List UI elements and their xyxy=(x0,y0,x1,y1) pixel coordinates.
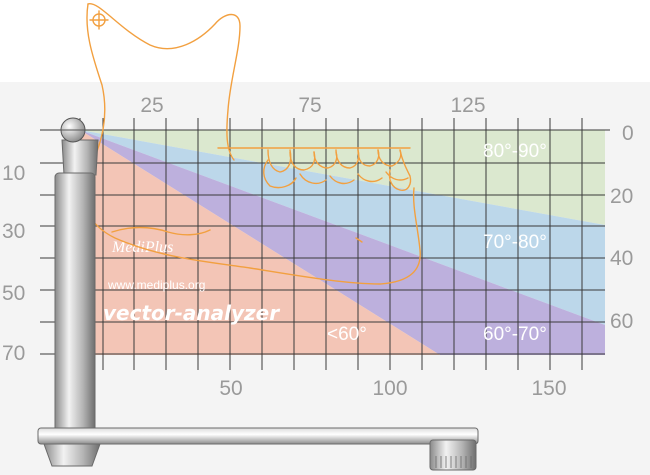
zone-label-under-60: <60° xyxy=(327,324,367,345)
bottom-axis-label: 100 xyxy=(372,377,407,400)
right-axis: 0 20 40 60 xyxy=(610,122,634,334)
base-foot xyxy=(43,443,101,467)
analyzer-instrument xyxy=(37,117,479,471)
zone-under-60-area xyxy=(70,130,440,355)
zone-label-80-90: 80°-90° xyxy=(483,141,547,162)
left-axis-label: 30 xyxy=(2,220,25,243)
top-axis-label: 125 xyxy=(450,94,485,117)
right-axis-label: 60 xyxy=(610,310,633,333)
right-axis-label: 40 xyxy=(610,247,633,270)
knob-knurling xyxy=(435,456,472,468)
left-axis-label: 10 xyxy=(2,162,25,185)
grid xyxy=(40,118,610,370)
top-axis: 25 75 125 xyxy=(140,94,486,118)
base-arm xyxy=(37,427,479,445)
zone-label-70-80: 70°-80° xyxy=(483,232,547,253)
left-axis-label: 50 xyxy=(2,282,25,305)
zone-60-70-area xyxy=(80,130,605,355)
top-axis-label: 75 xyxy=(298,94,321,117)
base-knob xyxy=(429,439,477,471)
mediplus-url: www.mediplus.org xyxy=(107,278,205,292)
left-axis: 10 30 50 70 xyxy=(2,162,26,366)
top-axis-label: 25 xyxy=(140,94,163,117)
right-axis-label: 20 xyxy=(610,185,633,208)
vector-analyzer-wordmark: vector-analyzer xyxy=(103,301,280,325)
post-cone xyxy=(61,139,99,176)
jaw-outline xyxy=(81,3,421,285)
bottom-axis-label: 50 xyxy=(219,377,242,400)
left-axis-label: 70 xyxy=(2,342,25,365)
right-axis-label: 0 xyxy=(622,122,634,145)
post-column xyxy=(54,172,96,436)
bottom-axis-label: 150 xyxy=(531,377,566,400)
zone-label-60-70: 60°-70° xyxy=(483,324,547,345)
